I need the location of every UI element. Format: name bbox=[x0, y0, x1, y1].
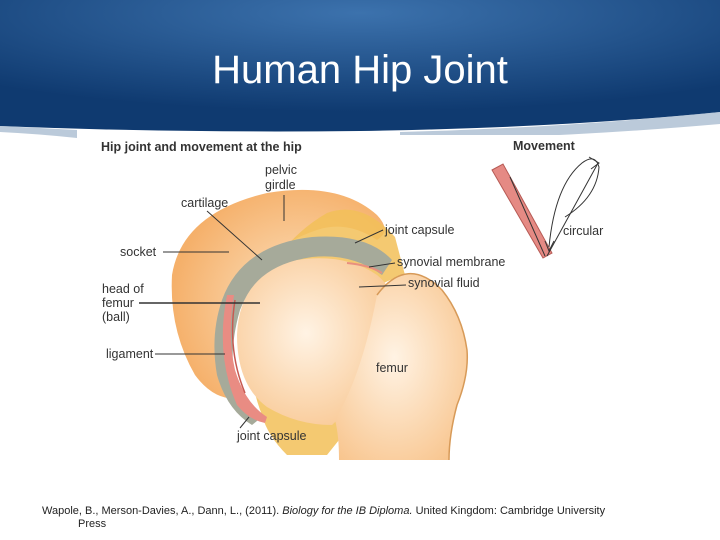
label-head-3: (ball) bbox=[102, 310, 130, 324]
citation-publisher-cont: Press bbox=[78, 518, 107, 530]
slide-title: Human Hip Joint bbox=[212, 48, 508, 92]
label-synovial-fluid: synovial fluid bbox=[408, 276, 480, 290]
femur-outline bbox=[376, 273, 469, 460]
citation: Wapole, B., Merson-Davies, A., Dann, L.,… bbox=[42, 505, 682, 531]
circular-arrow-head-icon bbox=[544, 240, 555, 253]
label-circular: circular bbox=[563, 224, 603, 238]
label-joint-capsule-bottom: joint capsule bbox=[236, 429, 307, 443]
label-ligament: ligament bbox=[106, 347, 154, 361]
leader-synovial-membrane bbox=[368, 262, 396, 268]
movement-arm bbox=[491, 163, 553, 259]
citation-book: Biology for the IB Diploma. bbox=[282, 505, 413, 517]
leader-cartilage bbox=[206, 210, 263, 261]
movement-heading: Movement bbox=[513, 139, 576, 153]
circular-arrow-head-top-icon bbox=[588, 156, 600, 170]
leader-joint-capsule-bottom bbox=[239, 416, 250, 429]
hip-joint-diagram: Hip joint and movement at the hip pelvic… bbox=[101, 139, 603, 460]
ligament bbox=[222, 295, 267, 423]
figure-heading: Hip joint and movement at the hip bbox=[101, 140, 302, 154]
label-head-1: head of bbox=[102, 282, 144, 296]
label-socket: socket bbox=[120, 245, 157, 259]
cartilage-layer bbox=[214, 236, 392, 425]
label-pelvic-1: pelvic bbox=[265, 163, 297, 177]
femur-shaft bbox=[335, 273, 468, 460]
movement-cone-right bbox=[546, 164, 598, 257]
femur-head bbox=[237, 258, 391, 425]
ligament-inner bbox=[231, 299, 246, 394]
hip-joint-figure: Hip joint and movement at the hip pelvic… bbox=[77, 135, 654, 460]
synovial-membrane-line bbox=[346, 262, 383, 274]
citation-authors: Wapole, B., Merson-Davies, A., Dann, L.,… bbox=[42, 505, 280, 517]
leader-synovial-fluid bbox=[358, 284, 407, 288]
movement-cone-left bbox=[509, 176, 546, 257]
citation-publisher: United Kingdom: Cambridge University bbox=[415, 505, 606, 517]
header-background bbox=[0, 0, 720, 140]
label-joint-capsule-top: joint capsule bbox=[384, 223, 455, 237]
label-head-2: femur bbox=[102, 296, 134, 310]
label-cartilage: cartilage bbox=[181, 196, 228, 210]
leader-joint-capsule-top bbox=[354, 229, 384, 244]
label-synovial-membrane: synovial membrane bbox=[397, 255, 505, 269]
label-femur: femur bbox=[376, 361, 408, 375]
label-pelvic-2: girdle bbox=[265, 178, 296, 192]
